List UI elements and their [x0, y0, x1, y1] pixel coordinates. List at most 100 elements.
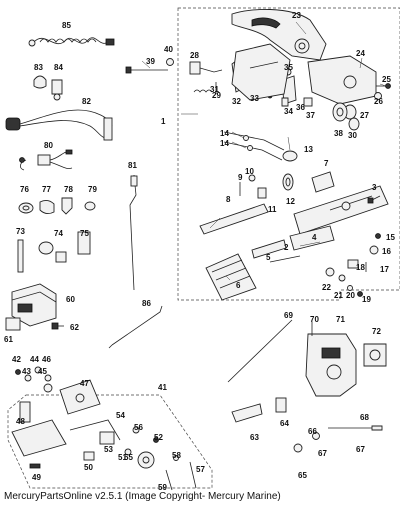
- shaft-part-68[interactable]: [328, 425, 383, 431]
- callout-11[interactable]: 11: [268, 205, 277, 214]
- callout-49[interactable]: 49: [32, 473, 41, 482]
- callout-17[interactable]: 17: [380, 265, 389, 274]
- callout-4[interactable]: 4: [312, 233, 317, 242]
- callout-8[interactable]: 8: [226, 195, 231, 204]
- callout-84[interactable]: 84: [54, 63, 63, 72]
- callout-22[interactable]: 22: [322, 283, 331, 292]
- callout-30[interactable]: 30: [348, 131, 357, 140]
- clip-part-78[interactable]: [61, 197, 73, 215]
- shaft-part-5[interactable]: [251, 239, 287, 259]
- spring-part-55[interactable]: [124, 448, 132, 456]
- screw-part-25[interactable]: [376, 83, 391, 89]
- callout-54[interactable]: 54: [116, 411, 125, 420]
- callout-85[interactable]: 85: [62, 21, 71, 30]
- callout-58[interactable]: 58: [172, 451, 181, 460]
- callout-12[interactable]: 12: [286, 197, 295, 206]
- callout-61[interactable]: 61: [4, 335, 13, 344]
- bracket-part-16[interactable]: [369, 245, 379, 255]
- callout-81[interactable]: 81: [128, 161, 137, 170]
- carburetor-part-71[interactable]: [305, 333, 357, 397]
- plate-part-75[interactable]: [77, 231, 91, 255]
- callout-2[interactable]: 2: [284, 243, 289, 252]
- bushing-part-13[interactable]: [282, 150, 298, 162]
- callout-28[interactable]: 28: [190, 51, 199, 60]
- callout-71[interactable]: 71: [336, 315, 345, 324]
- bushing-part-74[interactable]: [38, 241, 67, 263]
- callout-3[interactable]: 3: [372, 183, 377, 192]
- callout-82[interactable]: 82: [82, 97, 91, 106]
- callout-38[interactable]: 38: [334, 129, 343, 138]
- callout-83[interactable]: 83: [34, 63, 43, 72]
- callout-73[interactable]: 73: [16, 227, 25, 236]
- callout-14b[interactable]: 14: [220, 139, 229, 148]
- callout-39[interactable]: 39: [146, 57, 155, 66]
- callout-55[interactable]: 55: [124, 453, 133, 462]
- bolt-part-3[interactable]: [367, 195, 381, 204]
- hose-part-63[interactable]: [231, 403, 263, 423]
- link-part-57[interactable]: [189, 461, 197, 489]
- callout-13[interactable]: 13: [304, 145, 313, 154]
- lever-part-53[interactable]: [99, 431, 115, 445]
- callout-78[interactable]: 78: [64, 185, 73, 194]
- callout-20[interactable]: 20: [346, 291, 355, 300]
- callout-80[interactable]: 80: [44, 141, 53, 150]
- clip-part-49[interactable]: [29, 463, 41, 469]
- callout-70[interactable]: 70: [310, 315, 319, 324]
- plate-part-17[interactable]: [347, 259, 359, 269]
- callout-10[interactable]: 10: [245, 167, 254, 176]
- gear-part-12[interactable]: [282, 173, 294, 191]
- callout-32[interactable]: 32: [232, 97, 241, 106]
- callout-74[interactable]: 74: [54, 229, 63, 238]
- bolt-part-39[interactable]: [125, 66, 168, 74]
- bushing-part-20[interactable]: [347, 285, 353, 291]
- callout-65[interactable]: 65: [298, 471, 307, 480]
- callout-57[interactable]: 57: [196, 465, 205, 474]
- throttle-link-part-69[interactable]: [227, 319, 293, 383]
- callout-25[interactable]: 25: [382, 75, 391, 84]
- callout-34[interactable]: 34: [284, 107, 293, 116]
- callout-29[interactable]: 29: [212, 91, 221, 100]
- callout-6[interactable]: 6: [236, 281, 241, 290]
- tube-part-2[interactable]: [269, 225, 335, 263]
- bolt-part-50[interactable]: [83, 451, 95, 461]
- callout-44[interactable]: 44: [30, 355, 39, 364]
- handle-base-part-22-group[interactable]: [231, 43, 291, 101]
- clip-part-34[interactable]: [281, 97, 289, 107]
- callout-43[interactable]: 43: [22, 367, 31, 376]
- callout-21[interactable]: 21: [334, 291, 343, 300]
- grommet-part-77[interactable]: [39, 199, 55, 215]
- cover-part-41-plate[interactable]: [11, 419, 67, 457]
- callout-27[interactable]: 27: [360, 111, 369, 120]
- callout-41[interactable]: 41: [158, 383, 167, 392]
- shaft-part-8[interactable]: [199, 203, 269, 235]
- clip-part-83[interactable]: [33, 75, 47, 89]
- callout-14a[interactable]: 14: [220, 129, 229, 138]
- sleeve-part-7[interactable]: [311, 171, 335, 193]
- tiller-handle-part-23[interactable]: [231, 9, 327, 61]
- throttle-grip-part-24[interactable]: [307, 55, 377, 105]
- callout-67a[interactable]: 67: [318, 449, 327, 458]
- callout-35[interactable]: 35: [284, 63, 293, 72]
- callout-59[interactable]: 59: [158, 483, 167, 492]
- throttle-link-part-86[interactable]: [108, 305, 163, 349]
- callout-67b[interactable]: 67: [356, 445, 365, 454]
- spring-part-29[interactable]: [193, 89, 213, 93]
- callout-79[interactable]: 79: [88, 185, 97, 194]
- callout-5[interactable]: 5: [266, 253, 271, 262]
- clip-part-79[interactable]: [84, 201, 96, 211]
- callout-62[interactable]: 62: [70, 323, 79, 332]
- collar-part-11[interactable]: [257, 187, 267, 199]
- callout-42[interactable]: 42: [12, 355, 21, 364]
- callout-31[interactable]: 31: [210, 85, 219, 94]
- tiller-arm-part-4[interactable]: [293, 185, 389, 235]
- stop-switch-harness-part[interactable]: [5, 109, 113, 141]
- callout-33[interactable]: 33: [250, 94, 259, 103]
- callout-69[interactable]: 69: [284, 311, 293, 320]
- lanyard-part[interactable]: [28, 37, 115, 47]
- link-rod-part-81[interactable]: [129, 174, 138, 291]
- callout-68[interactable]: 68: [360, 413, 369, 422]
- washer-part-66[interactable]: [312, 432, 320, 440]
- callout-75[interactable]: 75: [80, 229, 89, 238]
- screw-part-19[interactable]: [357, 291, 363, 297]
- callout-16[interactable]: 16: [382, 247, 391, 256]
